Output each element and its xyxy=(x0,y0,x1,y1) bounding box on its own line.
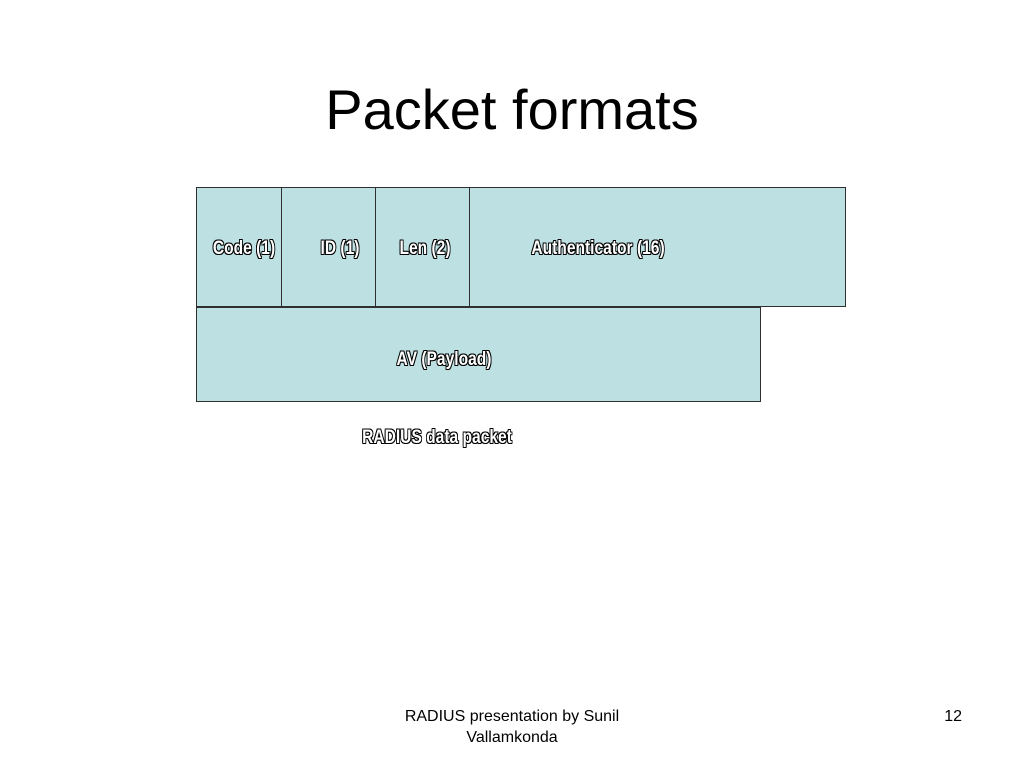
footer-text: RADIUS presentation by Sunil Vallamkonda xyxy=(404,708,620,746)
slide-title: Packet formats xyxy=(325,78,699,141)
header-row-box xyxy=(196,187,846,307)
field-divider xyxy=(375,187,376,307)
diagram-caption: RADIUS data packet xyxy=(362,427,512,448)
field-label-payload: AV (Payload) xyxy=(396,349,492,370)
field-label-length: Len (2) xyxy=(399,238,451,259)
field-divider xyxy=(469,187,470,307)
field-label-id: ID (1) xyxy=(320,238,360,259)
payload-row-box xyxy=(196,307,761,402)
field-divider xyxy=(281,187,282,307)
page-number: 12 xyxy=(944,708,962,725)
field-label-code: Code (1) xyxy=(212,238,276,259)
field-label-authenticator: Authenticator (16) xyxy=(531,238,665,259)
